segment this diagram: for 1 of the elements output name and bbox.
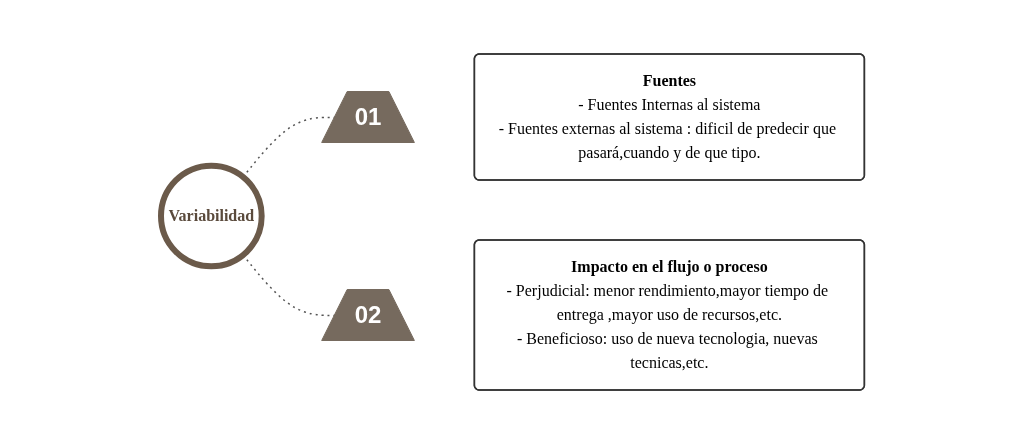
node-circle: Variabilidad: [158, 162, 265, 269]
